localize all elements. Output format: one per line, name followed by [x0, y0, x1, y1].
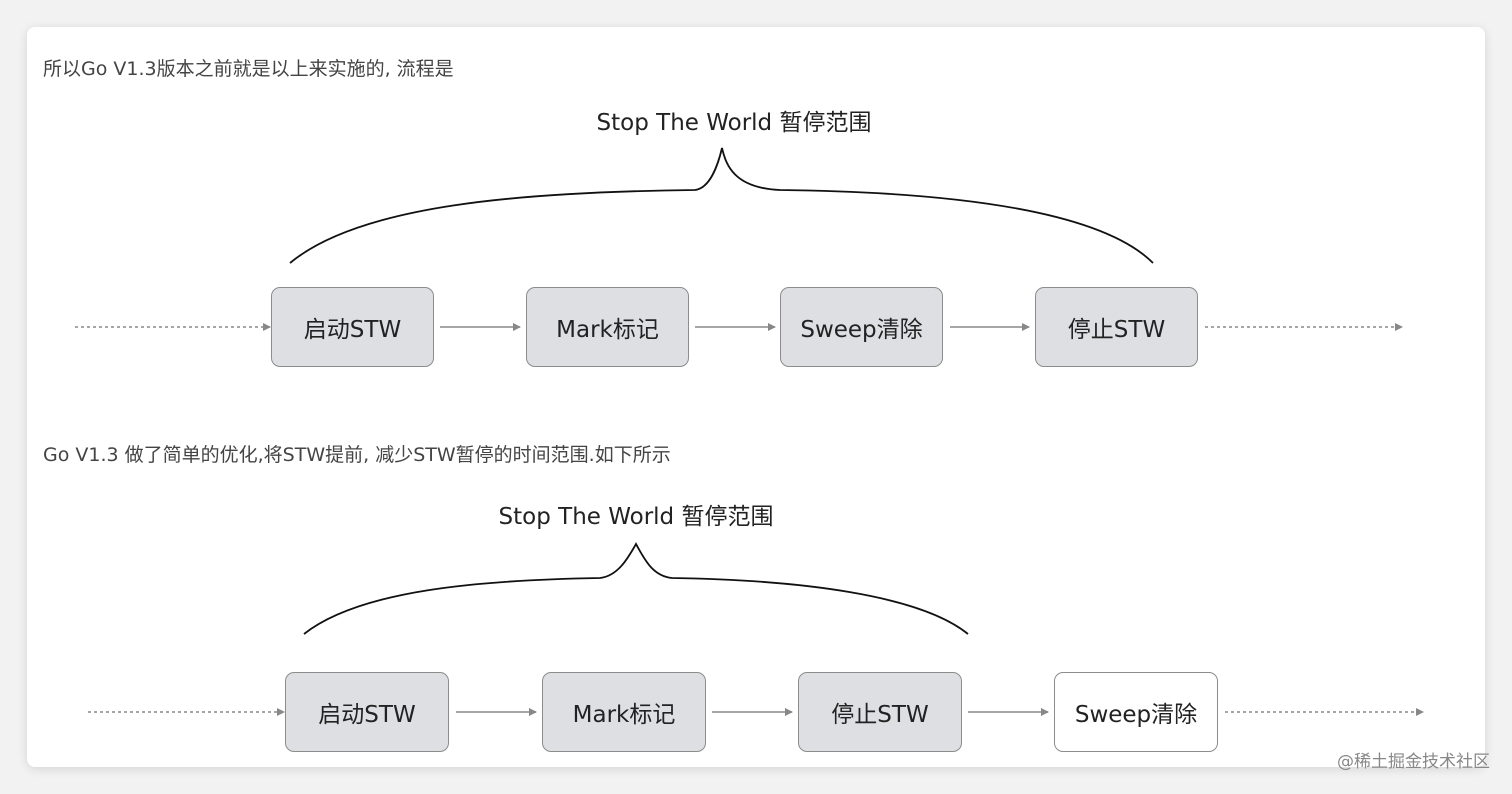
node-mark-2: Mark标记 [542, 672, 706, 752]
section1-caption: 所以Go V1.3版本之前就是以上来实施的, 流程是 [43, 58, 454, 80]
node-sweep-2: Sweep清除 [1054, 672, 1218, 752]
stw-brace-2 [303, 542, 969, 635]
section1-stw-label: Stop The World 暂停范围 [596, 110, 872, 136]
node-mark-1: Mark标记 [526, 287, 689, 367]
watermark: @稀土掘金技术社区 [1337, 752, 1490, 772]
node-stop-stw-2: 停止STW [798, 672, 962, 752]
node-sweep-1: Sweep清除 [780, 287, 943, 367]
node-start-stw-1: 启动STW [271, 287, 434, 367]
section2-caption: Go V1.3 做了简单的优化,将STW提前, 减少STW暂停的时间范围.如下所… [43, 444, 671, 466]
stw-brace-1 [289, 147, 1154, 264]
section2-stw-label: Stop The World 暂停范围 [498, 504, 774, 530]
node-start-stw-2: 启动STW [285, 672, 449, 752]
content-card [27, 27, 1485, 767]
node-stop-stw-1: 停止STW [1035, 287, 1198, 367]
